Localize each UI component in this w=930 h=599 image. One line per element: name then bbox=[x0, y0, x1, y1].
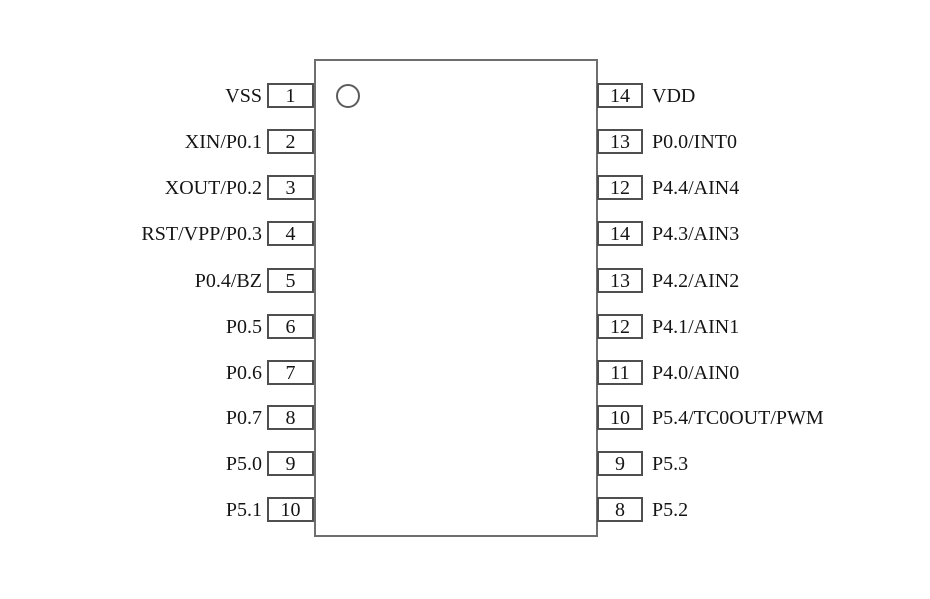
pin-number-box: 13 bbox=[597, 268, 643, 293]
pin-label: XOUT/P0.2 bbox=[164, 176, 262, 199]
pin-number-box: 8 bbox=[267, 405, 314, 430]
pin-number-box: 11 bbox=[597, 360, 643, 385]
pin-label: P0.6 bbox=[225, 361, 262, 384]
pin-label: P5.4/TC0OUT/PWM bbox=[652, 406, 824, 429]
right-pin-row: 13 P4.2/AIN2 bbox=[597, 268, 739, 293]
pin-label: RST/VPP/P0.3 bbox=[141, 222, 262, 245]
pin-number-box: 10 bbox=[267, 497, 314, 522]
pin-number-box: 6 bbox=[267, 314, 314, 339]
left-pin-row: RST/VPP/P0.3 4 bbox=[0, 221, 314, 246]
pin-number-box: 9 bbox=[267, 451, 314, 476]
pin1-marker-icon bbox=[336, 84, 360, 108]
pin-label: P0.5 bbox=[225, 315, 262, 338]
right-pin-row: 14 P4.3/AIN3 bbox=[597, 221, 739, 246]
pin-label: P4.2/AIN2 bbox=[652, 269, 740, 292]
right-pin-row: 11 P4.0/AIN0 bbox=[597, 360, 739, 385]
left-pin-row: P0.6 7 bbox=[0, 360, 314, 385]
left-pin-row: P0.5 6 bbox=[0, 314, 314, 339]
left-pin-row: P0.4/BZ 5 bbox=[0, 268, 314, 293]
pin-label: P5.0 bbox=[225, 452, 262, 475]
pin-label: VSS bbox=[225, 84, 262, 107]
pin-number-box: 9 bbox=[597, 451, 643, 476]
pin-number-box: 5 bbox=[267, 268, 314, 293]
pin-number-box: 12 bbox=[597, 175, 643, 200]
pin-label: VDD bbox=[652, 84, 696, 107]
pin-number-box: 14 bbox=[597, 221, 643, 246]
pin-number-box: 14 bbox=[597, 83, 643, 108]
pin-label: P5.2 bbox=[652, 498, 689, 521]
pin-label: XIN/P0.1 bbox=[184, 130, 262, 153]
pin-label: P0.7 bbox=[225, 406, 262, 429]
left-pin-row: XOUT/P0.2 3 bbox=[0, 175, 314, 200]
pin-label: P4.1/AIN1 bbox=[652, 315, 740, 338]
pin-label: P4.3/AIN3 bbox=[652, 222, 740, 245]
pin-label: P0.4/BZ bbox=[194, 269, 262, 292]
left-pin-row: P0.7 8 bbox=[0, 405, 314, 430]
left-pin-row: P5.0 9 bbox=[0, 451, 314, 476]
pin-label: P4.4/AIN4 bbox=[652, 176, 740, 199]
right-pin-row: 12 P4.4/AIN4 bbox=[597, 175, 739, 200]
right-pin-row: 10 P5.4/TC0OUT/PWM bbox=[597, 405, 824, 430]
pin-label: P5.3 bbox=[652, 452, 689, 475]
pin-number-box: 3 bbox=[267, 175, 314, 200]
right-pin-row: 9 P5.3 bbox=[597, 451, 688, 476]
pin-number-box: 8 bbox=[597, 497, 643, 522]
right-pin-row: 8 P5.2 bbox=[597, 497, 688, 522]
right-pin-row: 14 VDD bbox=[597, 83, 695, 108]
pin-number-box: 1 bbox=[267, 83, 314, 108]
chip-body bbox=[314, 59, 598, 537]
pin-label: P4.0/AIN0 bbox=[652, 361, 740, 384]
pin-number-box: 4 bbox=[267, 221, 314, 246]
right-pin-row: 13 P0.0/INT0 bbox=[597, 129, 737, 154]
pin-number-box: 10 bbox=[597, 405, 643, 430]
left-pin-row: VSS 1 bbox=[0, 83, 314, 108]
pin-label: P5.1 bbox=[225, 498, 262, 521]
pin-label: P0.0/INT0 bbox=[652, 130, 737, 153]
pin-number-box: 2 bbox=[267, 129, 314, 154]
right-pin-row: 12 P4.1/AIN1 bbox=[597, 314, 739, 339]
pin-number-box: 13 bbox=[597, 129, 643, 154]
left-pin-row: P5.1 10 bbox=[0, 497, 314, 522]
pin-number-box: 12 bbox=[597, 314, 643, 339]
pin-number-box: 7 bbox=[267, 360, 314, 385]
left-pin-row: XIN/P0.1 2 bbox=[0, 129, 314, 154]
